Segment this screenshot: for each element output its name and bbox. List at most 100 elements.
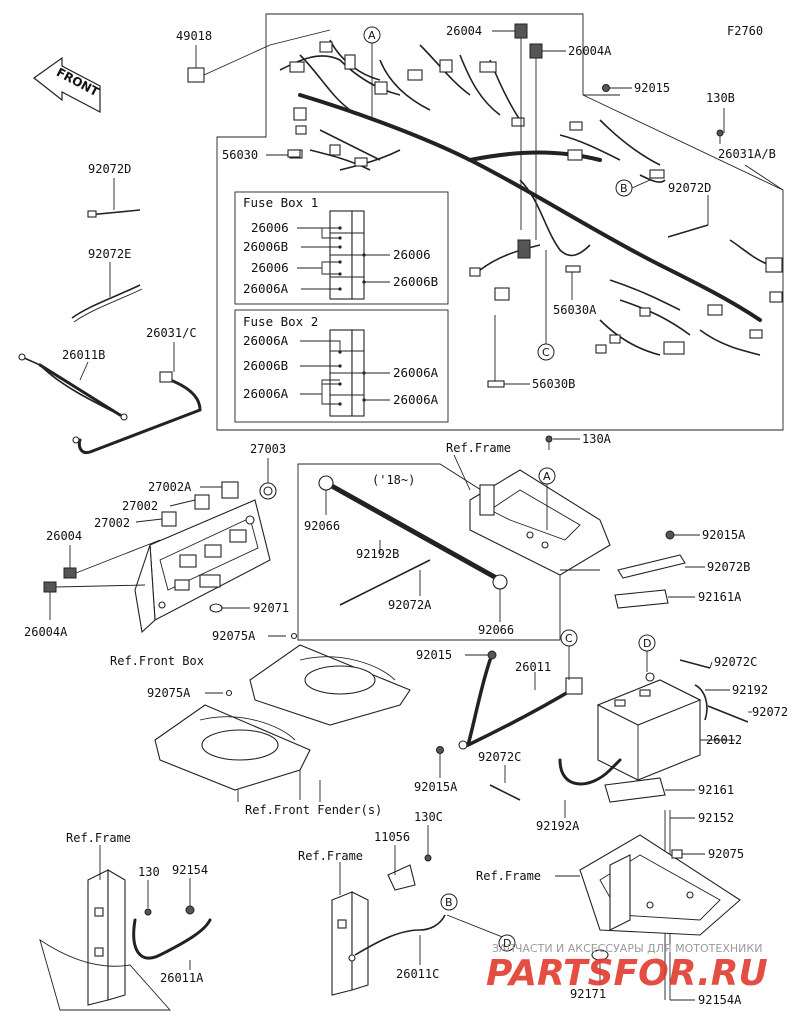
svg-text:B: B [620, 182, 628, 195]
label-ref-frame-br: Ref.Frame [476, 869, 541, 883]
cable-26011b [18, 353, 128, 421]
label-92066-b: 92066 [478, 623, 514, 637]
label-92192b: 92192B [356, 547, 399, 561]
label-26012: 26012 [706, 733, 742, 747]
clamp-92072e [71, 284, 141, 319]
fb1-left-2: 26006B [243, 239, 288, 254]
label-92161: 92161 [698, 783, 734, 797]
label-92072d-left: 92072D [88, 162, 131, 176]
label-11056: 11056 [374, 830, 410, 844]
label-27002-b: 27002 [94, 516, 130, 530]
fb1-leaders [297, 226, 390, 291]
year-note: ('18~) [372, 473, 415, 487]
cable-26011c [348, 914, 446, 962]
svg-text:C: C [565, 632, 573, 645]
part-labels: F2760 49018 26004 26004A 92015 130B 2603… [24, 24, 788, 1007]
fb1-right-2: 26006B [393, 274, 438, 289]
label-92071: 92071 [253, 601, 289, 615]
callout-b-bottom: B [440, 893, 458, 911]
bolt-130c [424, 854, 432, 862]
fb2-right-1: 26006A [393, 365, 439, 380]
svg-text:A: A [368, 29, 376, 42]
clip-92075 [671, 849, 683, 859]
callout-d-bottom: D [498, 934, 516, 952]
label-92075: 92075 [708, 847, 744, 861]
label-26004-left: 26004 [46, 529, 82, 543]
relay-27002a [221, 481, 239, 499]
label-92072d-right: 92072D [668, 181, 711, 195]
front-fenders [154, 644, 411, 800]
diagram-code: F2760 [727, 24, 763, 38]
label-ref-front-box: Ref.Front Box [110, 654, 204, 668]
fuse-box-2-body [329, 329, 365, 417]
label-ref-frame-bc: Ref.Frame [298, 849, 363, 863]
tag-56030b [487, 380, 505, 388]
label-26031c: 26031/C [146, 326, 197, 340]
main-wiring-harness [279, 39, 771, 356]
connector-49018 [187, 67, 205, 83]
washer-92071 [209, 603, 223, 613]
bolt-130b [716, 129, 724, 144]
frame-top [469, 469, 611, 576]
svg-text:A: A [543, 470, 551, 483]
label-27002-a: 27002 [122, 499, 158, 513]
label-56030b: 56030B [532, 377, 575, 391]
clamp-92072 [707, 705, 749, 723]
tag-56030a [565, 265, 581, 273]
screw-92075a-a [290, 632, 298, 640]
pad-92161 [604, 777, 666, 803]
fb2-left-3: 26006A [243, 386, 289, 401]
fuse-box-1-body [329, 210, 365, 300]
label-92072b: 92072B [707, 560, 750, 574]
pad-92161a [614, 589, 669, 609]
clamp-92072d-right [667, 224, 709, 238]
year-variant-box [297, 463, 561, 641]
fb2-left-2: 26006B [243, 358, 288, 373]
front-direction-arrow: FRONT [32, 56, 102, 113]
label-92152: 92152 [698, 811, 734, 825]
fb2-right-2: 26006A [393, 392, 439, 407]
clamp-92072a [339, 559, 431, 606]
connector-26004-left [63, 567, 77, 579]
fb1-left-4: 26006A [243, 281, 289, 296]
label-92154: 92154 [172, 863, 208, 877]
nut-92015a-top [665, 530, 675, 540]
connector-26004a-left [43, 581, 57, 593]
label-92072c-right: 92072C [714, 655, 757, 669]
cable-92192a [558, 758, 622, 786]
cable-92192 [694, 684, 708, 721]
label-92072: 92072 [752, 705, 788, 719]
callout-c-top: C [537, 250, 555, 361]
connector-26004a-top [529, 43, 543, 59]
fb1-left-3: 26006 [251, 260, 289, 275]
leader-lines [49, 30, 784, 1001]
callout-a-top: A [363, 26, 381, 120]
label-130c: 130C [414, 810, 443, 824]
svg-text:D: D [503, 937, 511, 950]
label-ref-front-fenders: Ref.Front Fender(s) [245, 803, 382, 817]
nut-92015-top [602, 84, 610, 92]
frame-bottom-center [331, 891, 369, 996]
label-26004a-top: 26004A [568, 44, 612, 58]
label-92072c-mid: 92072C [478, 750, 521, 764]
label-92015-top: 92015 [634, 81, 670, 95]
label-92015a-mid: 92015A [414, 780, 458, 794]
fuse-box-2-title: Fuse Box 2 [243, 314, 318, 329]
callout-c-mid: C [560, 629, 578, 680]
label-92192a: 92192A [536, 819, 580, 833]
relay-27002-a [194, 494, 210, 510]
fuse-box-1-title: Fuse Box 1 [243, 195, 318, 210]
frame-bottom-left [39, 869, 172, 1011]
label-56030: 56030 [222, 148, 258, 162]
clamp-92072d-left [87, 209, 141, 216]
label-56030a: 56030A [553, 303, 597, 317]
fb1-right-1: 26006 [393, 247, 431, 262]
bracket-11056 [387, 864, 416, 891]
label-26011b: 26011B [62, 348, 105, 362]
label-26004-top: 26004 [446, 24, 482, 38]
label-92072a: 92072A [388, 598, 432, 612]
bolt-130 [144, 908, 152, 916]
frame-bottom-right [579, 834, 741, 936]
fb2-leaders [300, 340, 390, 406]
